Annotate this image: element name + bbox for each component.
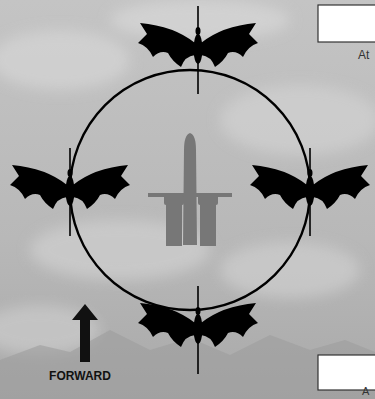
blank-box (318, 355, 375, 390)
box-caption: At (358, 49, 369, 61)
blank-box (318, 5, 375, 42)
forward-arrow (72, 304, 98, 362)
box-caption: A (362, 386, 369, 397)
dragon-top (138, 6, 258, 94)
clouds (0, 0, 375, 355)
dragon-bottom (138, 286, 258, 374)
dragon-left (10, 148, 130, 236)
dragon-right (250, 148, 370, 236)
direction-label: FORWARD (49, 370, 111, 382)
aircraft-silhouette (148, 133, 232, 246)
